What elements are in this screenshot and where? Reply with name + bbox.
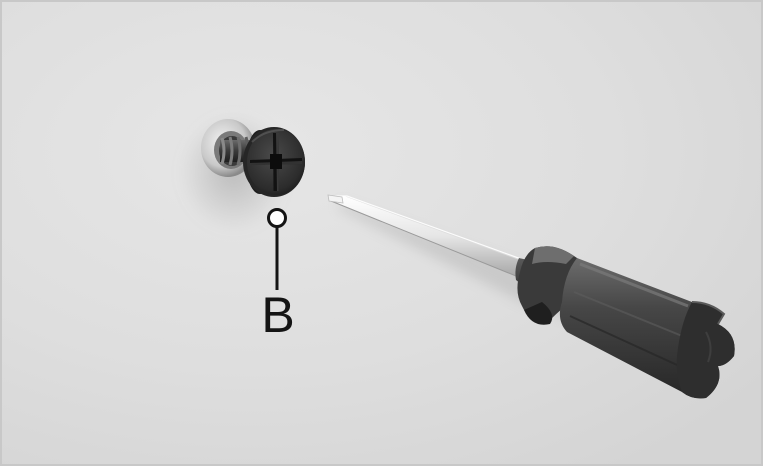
callout-marker [267, 208, 287, 228]
callout-label-b: B [261, 287, 295, 343]
screwdriver [327, 194, 735, 399]
screwdriver-shaft [327, 194, 525, 277]
phillips-drive-icon [250, 133, 302, 191]
screwdriver-handle [517, 246, 735, 399]
screw-head [243, 127, 305, 197]
callout-b [267, 208, 287, 290]
screw [179, 112, 305, 232]
